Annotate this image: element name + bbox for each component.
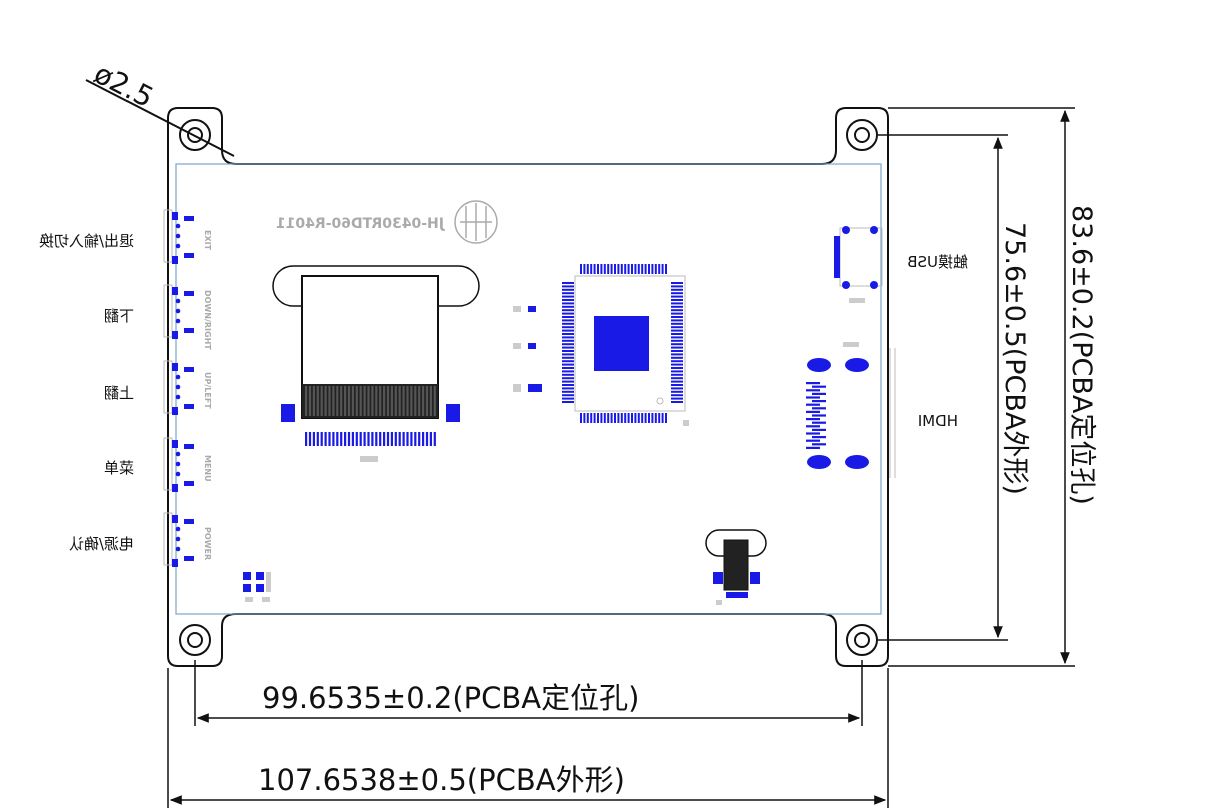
hole-diameter-label: ø2.5 [89,57,159,114]
side-button-menu [163,437,194,492]
hdmi-connector [806,342,896,478]
pcb-edge [175,163,882,615]
dim-width-outline: 107.6538±0.5(PCBA外形) [258,763,625,797]
label-hdmi: HDMI [918,412,958,430]
small-passives [513,306,542,392]
side-button-down [163,284,194,339]
label-up: 上翻 [104,384,134,402]
dim-height-holes: 75.6±0.5(PCBA外形) [999,222,1030,495]
silk-logo-icon [454,200,498,244]
fpc-connector [272,265,480,462]
mounting-hole-br [846,624,878,656]
hole-leader-line [85,79,235,157]
mounting-hole-tl [179,119,211,151]
label-power: 电源/确认 [69,535,134,553]
mounting-hole-bl [179,624,211,656]
code-menu: MENU [203,455,212,482]
side-button-up [163,360,194,415]
dim-height-outline: 83.6±0.2(PCBA定位孔) [1066,205,1097,505]
side-button-power [163,512,194,567]
code-up: UP/LEFT [203,372,212,409]
bottom-left-passives [243,572,271,602]
label-down: 下翻 [104,307,134,325]
silk-model-text: JH-0430RTD60-R4011 [276,216,445,232]
usb-connector [834,226,883,303]
bottom-connector [705,529,767,605]
dim-width-holes: 99.6535±0.2(PCBA定位孔) [262,681,639,715]
code-down: DOWN/RIGHT [203,290,212,350]
label-exit: 退出/输入切换 [39,232,134,250]
code-power: POWER [203,527,212,560]
side-button-exit [163,209,194,264]
main-ic-chip [562,264,689,426]
label-touch-usb: 触摸USB [907,253,968,271]
code-exit: EXIT [203,230,212,251]
label-menu: 菜单 [104,459,134,477]
mounting-hole-tr [846,119,878,151]
